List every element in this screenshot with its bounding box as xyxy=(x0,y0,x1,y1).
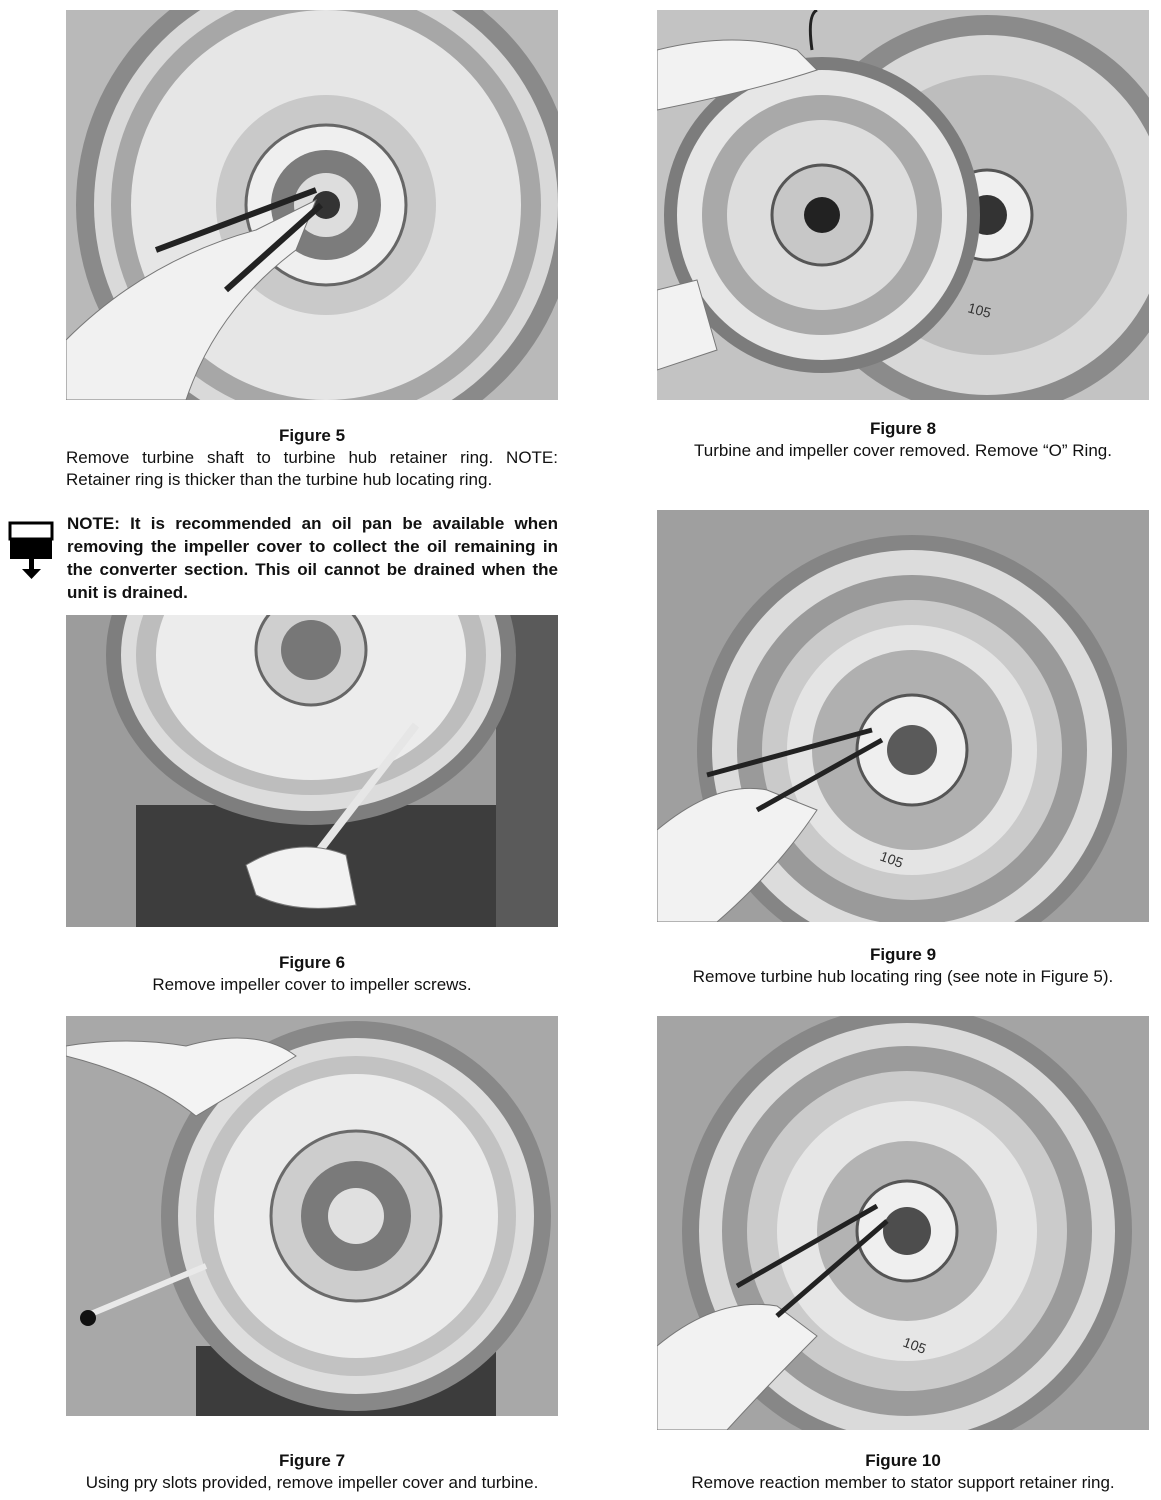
figure-7-text: Using pry slots provided, remove impelle… xyxy=(85,1473,539,1492)
figure-8-label: Figure 8 xyxy=(869,419,937,438)
figure-9-text: Remove turbine hub locating ring (see no… xyxy=(692,967,1114,986)
figure-6-text: Remove impeller cover to impeller screws… xyxy=(152,975,472,994)
figure-7-caption: Figure 7 Using pry slots provided, remov… xyxy=(60,1450,564,1494)
figure-8-photo: 105 xyxy=(657,10,1149,400)
figure-9-stator-marking: 105 xyxy=(878,848,906,871)
figure-10-photo: 105 xyxy=(657,1016,1149,1430)
figure-8-caption: Figure 8 Turbine and impeller cover remo… xyxy=(650,418,1156,462)
oil-pan-note: NOTE: It is recommended an oil pan be av… xyxy=(67,514,558,602)
figure-8-text: Turbine and impeller cover removed. Remo… xyxy=(694,441,1112,460)
figure-5-caption: Figure 5 Remove turbine shaft to turbine… xyxy=(66,425,558,491)
figure-5-text: Remove turbine shaft to turbine hub reta… xyxy=(66,448,558,489)
figure-6-photo xyxy=(66,615,558,927)
figure-9-photo: 105 xyxy=(657,510,1149,922)
figure-10-stator-marking: 105 xyxy=(901,1334,929,1357)
figure-10-text: Remove reaction member to stator support… xyxy=(691,1473,1115,1492)
figure-7-label: Figure 7 xyxy=(278,1451,346,1470)
figure-7-photo xyxy=(66,1016,558,1416)
figure-9-label: Figure 9 xyxy=(869,945,937,964)
figure-5-label: Figure 5 xyxy=(278,426,346,445)
figure-8-stator-marking: 105 xyxy=(966,299,993,321)
figure-6-label: Figure 6 xyxy=(278,953,346,972)
figure-10-caption: Figure 10 Remove reaction member to stat… xyxy=(650,1450,1156,1494)
oil-pan-icon xyxy=(8,521,54,579)
figure-6-caption: Figure 6 Remove impeller cover to impell… xyxy=(66,952,558,996)
figure-9-caption: Figure 9 Remove turbine hub locating rin… xyxy=(650,944,1156,988)
figure-10-label: Figure 10 xyxy=(865,1451,941,1470)
figure-5-photo xyxy=(66,10,558,400)
